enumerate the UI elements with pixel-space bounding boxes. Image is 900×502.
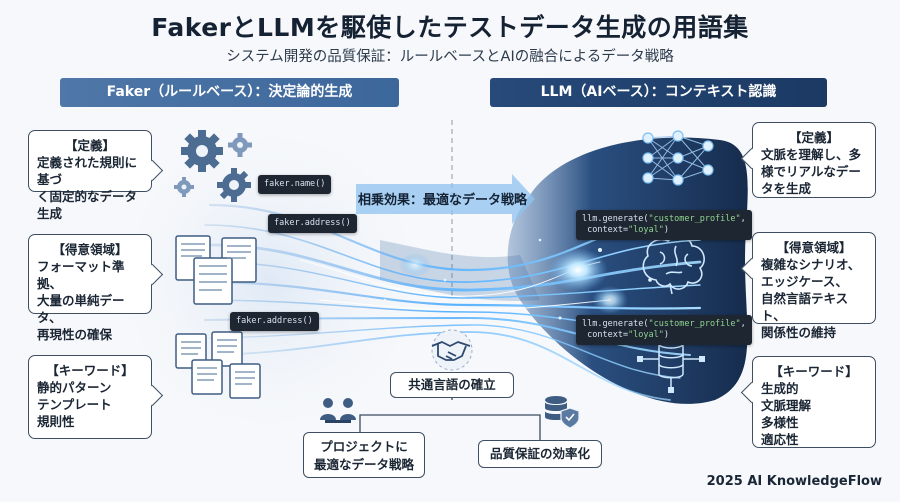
callout-title: 【キーワード】 [46, 363, 134, 378]
llm-sep: , [740, 319, 746, 329]
meeting-icon [320, 398, 356, 423]
gear-icon [174, 130, 252, 202]
common-language-box: 共通言語の確立 [390, 372, 514, 398]
llm-code-snippet: llm.generate("customer_profile", context… [576, 210, 752, 240]
qa-efficiency-box: 品質保証の効率化 [478, 440, 602, 468]
callout-line: 適応性 [761, 432, 799, 447]
llm-banner: LLM（AIベース）：コンテキスト認識 [490, 78, 827, 107]
faker-strength-callout: 【得意領域】 フォーマット準拠、 大量の単純データ、 再現性の確保 [28, 234, 152, 342]
document-icon [175, 235, 257, 305]
llm-arg: "customer_profile" [648, 319, 741, 329]
callout-line: 生成的 [761, 381, 799, 396]
llm-arg2: "loyal" [628, 330, 664, 340]
faker-code-snippet: faker.address() [230, 312, 319, 331]
callout-title: 【定義】 [64, 138, 115, 153]
box-line: 最適なデータ戦略 [313, 457, 414, 472]
faker-keyword-callout: 【キーワード】 静的パターン テンプレート 規則性 [28, 355, 152, 439]
callout-line: テンプレート [37, 397, 112, 412]
faker-definition-callout: 【定義】 定義された規則に基づ く固定的なデータ生成 [28, 130, 152, 221]
faker-banner: Faker（ルールベース）：決定論的生成 [60, 78, 399, 107]
callout-title: 【得意領域】 [52, 242, 128, 257]
llm-arg: "customer_profile" [648, 214, 741, 224]
callout-title: 【得意領域】 [776, 240, 852, 255]
callout-line: 多様性 [761, 415, 799, 430]
llm-definition-callout: 【定義】 文脈を理解し、多 様でリアルなデー タを生成 [752, 122, 876, 198]
neural-network-icon [642, 130, 714, 186]
llm-fn: llm.generate( [582, 214, 649, 224]
llm-end: ) [663, 225, 670, 235]
handshake-icon [431, 329, 473, 371]
callout-line: 文脈理解 [761, 398, 812, 413]
llm-code-snippet: llm.generate("customer_profile", context… [576, 315, 752, 345]
llm-end: ) [663, 330, 670, 340]
project-strategy-box: プロジェクトに 最適なデータ戦略 [303, 432, 425, 478]
callout-line: 大量の単純データ、 [37, 293, 125, 325]
callout-line: 様でリアルなデー [761, 164, 861, 179]
callout-line: 再現性の確保 [37, 327, 113, 342]
page-title: FakerとLLMを駆使したテストデータ生成の用語集 [151, 13, 749, 42]
callout-line: 静的パターン [37, 380, 112, 395]
callout-line: く固定的なデータ生成 [37, 189, 138, 221]
callout-line: 定義された規則に基づ [37, 155, 138, 187]
database-shield-icon [545, 396, 580, 429]
callout-line: エッジケース、 [761, 274, 848, 289]
llm-arg2: "loyal" [628, 225, 664, 235]
footer-credit: 2025 AI KnowledgeFlow [706, 474, 882, 489]
page-subtitle: システム開発の品質保証：ルールベースとAIの融合によるデータ戦略 [226, 49, 674, 65]
callout-line: タを生成 [761, 181, 812, 196]
llm-fn: llm.generate( [582, 319, 649, 329]
callout-line: 自然言語テキスト、 [761, 291, 849, 323]
faker-code-snippet: faker.name() [258, 175, 332, 194]
callout-title: 【キーワード】 [770, 364, 858, 379]
callout-line: 規則性 [37, 414, 75, 429]
synergy-arrow-label: 相乗効果：最適なデータ戦略 [358, 193, 528, 208]
callout-line: 関係性の維持 [761, 325, 837, 340]
callout-line: 複雑なシナリオ、 [761, 257, 861, 272]
brain-icon [642, 236, 705, 295]
callout-line: 文脈を理解し、多 [761, 147, 862, 162]
llm-context: context= [582, 330, 629, 340]
llm-sep: , [740, 214, 746, 224]
llm-context: context= [582, 225, 629, 235]
callout-line: フォーマット準拠、 [37, 259, 125, 291]
callout-title: 【定義】 [788, 130, 839, 145]
llm-keyword-callout: 【キーワード】 生成的 文脈理解 多様性 適応性 [752, 356, 876, 448]
llm-strength-callout: 【得意領域】 複雑なシナリオ、 エッジケース、 自然言語テキスト、 関係性の維持 [752, 232, 876, 340]
document-stack-icon [175, 331, 261, 399]
faker-code-snippet: faker.address() [268, 214, 357, 233]
box-line: プロジェクトに [320, 439, 408, 454]
